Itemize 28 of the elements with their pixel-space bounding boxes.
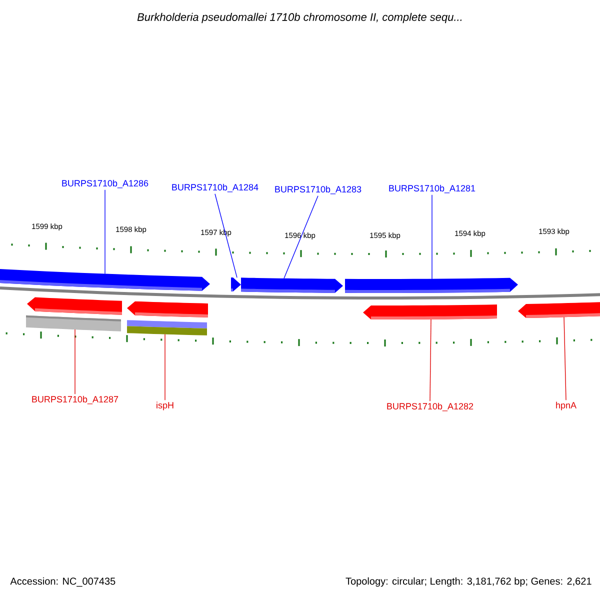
gene-feature [0,268,210,291]
leader-line [564,316,566,400]
gene-label: ispH [156,402,174,410]
title: Burkholderia pseudomallei 1710b chromosome II, complete sequ... [137,12,462,24]
gene-feature [127,301,208,318]
gene-label: hpnA [556,402,576,410]
feature-bar [26,315,121,332]
gene-feature [518,302,600,318]
gene-label: BURPS1710b_A1282 [387,402,474,412]
gene-label: BURPS1710b_A1287 [32,396,118,404]
gene-label: BURPS1710b_A1286 [62,180,148,188]
gene-feature [363,304,497,320]
leader-line [284,196,318,279]
gene-label: BURPS1710b_A1281 [389,184,476,194]
leader-line [104,190,106,274]
leader-line [214,194,238,278]
gene-feature [27,297,122,315]
footer-text: Accession: NC_007435 [10,577,116,587]
gene-feature [345,278,518,293]
gene-label: BURPS1710b_A1283 [275,186,362,194]
leader-line [74,329,76,394]
leader-line [164,334,166,400]
feature-bar [127,320,207,336]
footer-text: Topology: circular; Length: 3,181,762 bp; Genes: 2,621 [346,577,592,587]
leader-line [430,318,432,402]
gene-feature [231,277,241,292]
gene-label: BURPS1710b_A1284 [172,184,258,192]
gene-feature [241,278,343,293]
